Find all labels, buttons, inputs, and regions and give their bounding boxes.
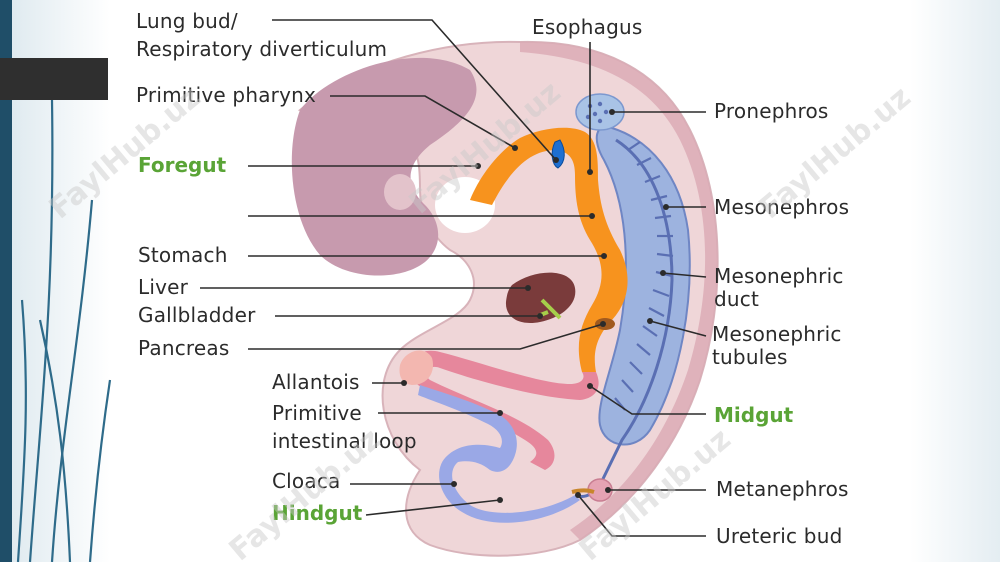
title-marker-bar bbox=[0, 58, 108, 100]
decorative-grass-strokes bbox=[16, 99, 112, 562]
label-foregut: Foregut bbox=[138, 153, 227, 177]
label-esophagus: Esophagus bbox=[532, 15, 643, 39]
pronephros-dots bbox=[585, 101, 609, 124]
label-primitive-pharynx: Primitive pharynx bbox=[136, 83, 316, 107]
hindgut-tube bbox=[418, 385, 580, 523]
ureteric-bud bbox=[571, 488, 595, 494]
label-lung-bud-line2: Respiratory diverticulum bbox=[136, 37, 387, 61]
label-metanephros: Metanephros bbox=[716, 477, 849, 501]
labels-left: Lung bud/ Respiratory diverticulum Primi… bbox=[136, 9, 417, 525]
heart-bulge bbox=[384, 174, 416, 210]
label-gallbladder: Gallbladder bbox=[138, 303, 256, 327]
mesonephric-tubules bbox=[614, 141, 674, 411]
label-midgut: Midgut bbox=[714, 403, 794, 427]
label-mesonephric-duct-line2: duct bbox=[714, 287, 759, 311]
label-lung-bud-line1: Lung bud/ bbox=[136, 9, 238, 33]
label-liver: Liver bbox=[138, 275, 189, 299]
labels-right: Esophagus Pronephros Mesonephros Mesonep… bbox=[532, 15, 849, 548]
label-mesonephric-duct-line1: Mesonephric bbox=[714, 264, 844, 288]
left-edge-bar bbox=[0, 0, 12, 562]
label-primitive-intestinal-loop-line1: Primitive bbox=[272, 401, 362, 425]
label-mesonephros: Mesonephros bbox=[714, 195, 849, 219]
label-mesonephric-tubules-line1: Mesonephric bbox=[712, 322, 842, 346]
label-ureteric-bud: Ureteric bud bbox=[716, 524, 842, 548]
label-allantois: Allantois bbox=[272, 370, 360, 394]
label-pronephros: Pronephros bbox=[714, 99, 829, 123]
label-mesonephric-tubules-line2: tubules bbox=[712, 345, 788, 369]
foregut-tube bbox=[470, 127, 628, 372]
liver bbox=[505, 272, 576, 324]
label-pancreas: Pancreas bbox=[138, 336, 229, 360]
label-primitive-intestinal-loop-line2: intestinal loop bbox=[272, 429, 417, 453]
right-side-panel bbox=[910, 0, 1000, 562]
allantois bbox=[399, 350, 434, 385]
label-stomach: Stomach bbox=[138, 243, 228, 267]
label-hindgut: Hindgut bbox=[272, 501, 363, 525]
leader-lines bbox=[200, 19, 707, 537]
label-cloaca: Cloaca bbox=[272, 469, 340, 493]
leader-dots bbox=[401, 109, 669, 503]
